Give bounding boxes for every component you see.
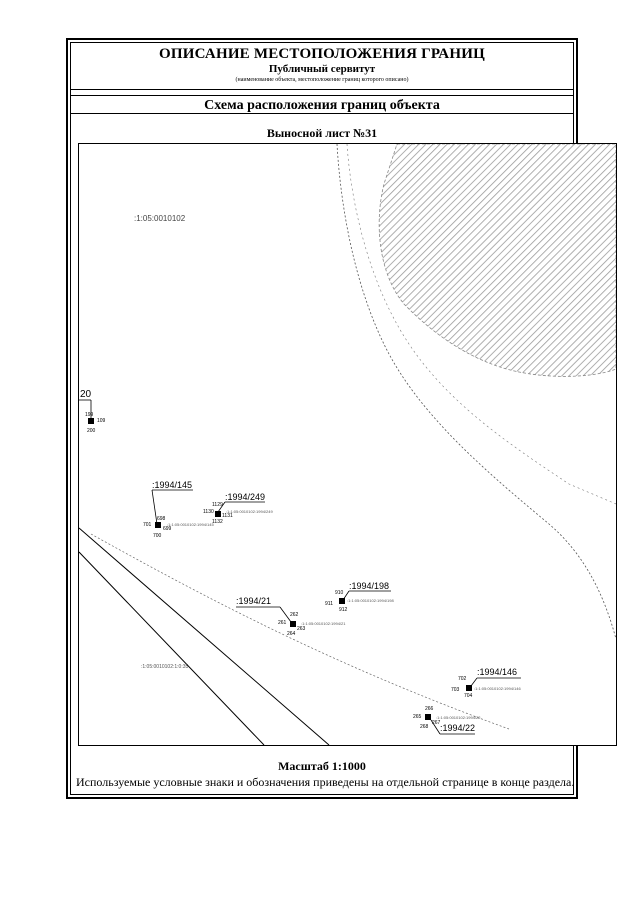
small-label: :1:1:05:0010102:1994/146: [474, 686, 521, 691]
sheet-title: Выносной лист №31: [266, 126, 378, 140]
parcel-marker: :1994/145 698 701 699 700 :1:1:05:001010…: [143, 480, 214, 539]
point-number: 702: [458, 676, 467, 682]
parcel-label: :1994/146: [477, 667, 517, 677]
scale-label: Масштаб 1:1000: [278, 759, 366, 773]
map-svg: :1:05:0010102 :1:05:0010102:1:0:35 20 19…: [79, 144, 616, 745]
point-number: 109: [97, 418, 106, 424]
parcel-label: :1994/198: [349, 581, 389, 591]
parcel-label: 20: [80, 389, 92, 400]
object-caption: (наименование объекта, местоположение гр…: [235, 77, 409, 83]
parcel-marker: :1994/21 262 261 263 264 :1:1:05:0010102…: [236, 596, 346, 637]
legend-note: Используемые условные знаки и обозначени…: [76, 775, 575, 789]
document-inner-frame: ОПИСАНИЕ МЕСТОПОЛОЖЕНИЯ ГРАНИЦ Публичный…: [70, 42, 617, 795]
boundary-line: [79, 551, 265, 745]
parcel-marker: 20 199 109 200: [79, 389, 106, 434]
point-number: 700: [153, 533, 162, 539]
small-label: :1:1:05:0010102:1994/198: [347, 598, 394, 603]
small-label: :1:05:0010102:1:0:35: [141, 664, 188, 670]
object-name: Публичный сервитут: [268, 63, 376, 75]
point-number: 266: [425, 706, 434, 712]
point-number: 263: [297, 626, 306, 632]
point-number: 704: [464, 693, 473, 699]
divider: [71, 95, 573, 96]
small-label: :1:1:05:0010102:1994/249: [226, 509, 273, 514]
point-number: 1129: [212, 502, 223, 508]
parcel-label: :1994/249: [225, 492, 265, 502]
point-number: 267: [432, 720, 441, 726]
point-number: 1131: [222, 513, 233, 519]
small-label: :1:1:05:0010102:1994/21: [301, 621, 346, 626]
point-number: 701: [143, 522, 152, 528]
parcel-marker: :1994/146 702 703 704 :1:1:05:0010102:19…: [451, 667, 521, 699]
parcel-marker: :1994/198 910 911 912 :1:1:05:0010102:19…: [325, 581, 394, 613]
point-number: 265: [413, 714, 422, 720]
boundary-line: [90, 533, 510, 730]
point-number: 699: [163, 526, 172, 532]
boundary-line: [79, 527, 330, 745]
document-title: ОПИСАНИЕ МЕСТОПОЛОЖЕНИЯ ГРАНИЦ: [159, 46, 485, 62]
road-boundary: [336, 144, 616, 640]
document-frame: ОПИСАНИЕ МЕСТОПОЛОЖЕНИЯ ГРАНИЦ Публичный…: [66, 38, 617, 799]
point-number: 912: [339, 607, 348, 613]
small-label: :1:1:05:0010102:1994/145: [167, 522, 214, 527]
point-number: 698: [157, 516, 166, 522]
point-number: 199: [85, 412, 94, 418]
road-boundary: [346, 144, 616, 505]
divider: [71, 89, 573, 90]
divider: [71, 113, 573, 114]
point-number: 1130: [203, 509, 214, 515]
parcel-label: :1994/21: [236, 596, 271, 606]
parcel-label: :1994/22: [440, 723, 475, 733]
small-label: :1:1:05:0010102:1994/22: [436, 715, 481, 720]
parcel-label: :1994/145: [152, 480, 192, 490]
parcel-marker: :1994/22 266 265 267 268 :1:1:05:0010102…: [413, 706, 481, 735]
point-number: 910: [335, 590, 344, 596]
hatched-zone: [378, 144, 616, 377]
point-number: 261: [278, 620, 287, 626]
point-number: 264: [287, 631, 296, 637]
scheme-title: Схема расположения границ объекта: [204, 98, 440, 113]
map-area: :1:05:0010102 :1:05:0010102:1:0:35 20 19…: [78, 143, 617, 746]
point-number: 200: [87, 428, 96, 434]
parcel-marker: :1994/249 1129 1130 1131 1132 :1:1:05:00…: [203, 492, 273, 525]
point-number: 1132: [212, 519, 223, 525]
quarter-label: :1:05:0010102: [134, 214, 186, 223]
point-number: 262: [290, 612, 299, 618]
point-number: 268: [420, 724, 429, 730]
point-number: 911: [325, 601, 333, 607]
point-number: 703: [451, 687, 460, 693]
